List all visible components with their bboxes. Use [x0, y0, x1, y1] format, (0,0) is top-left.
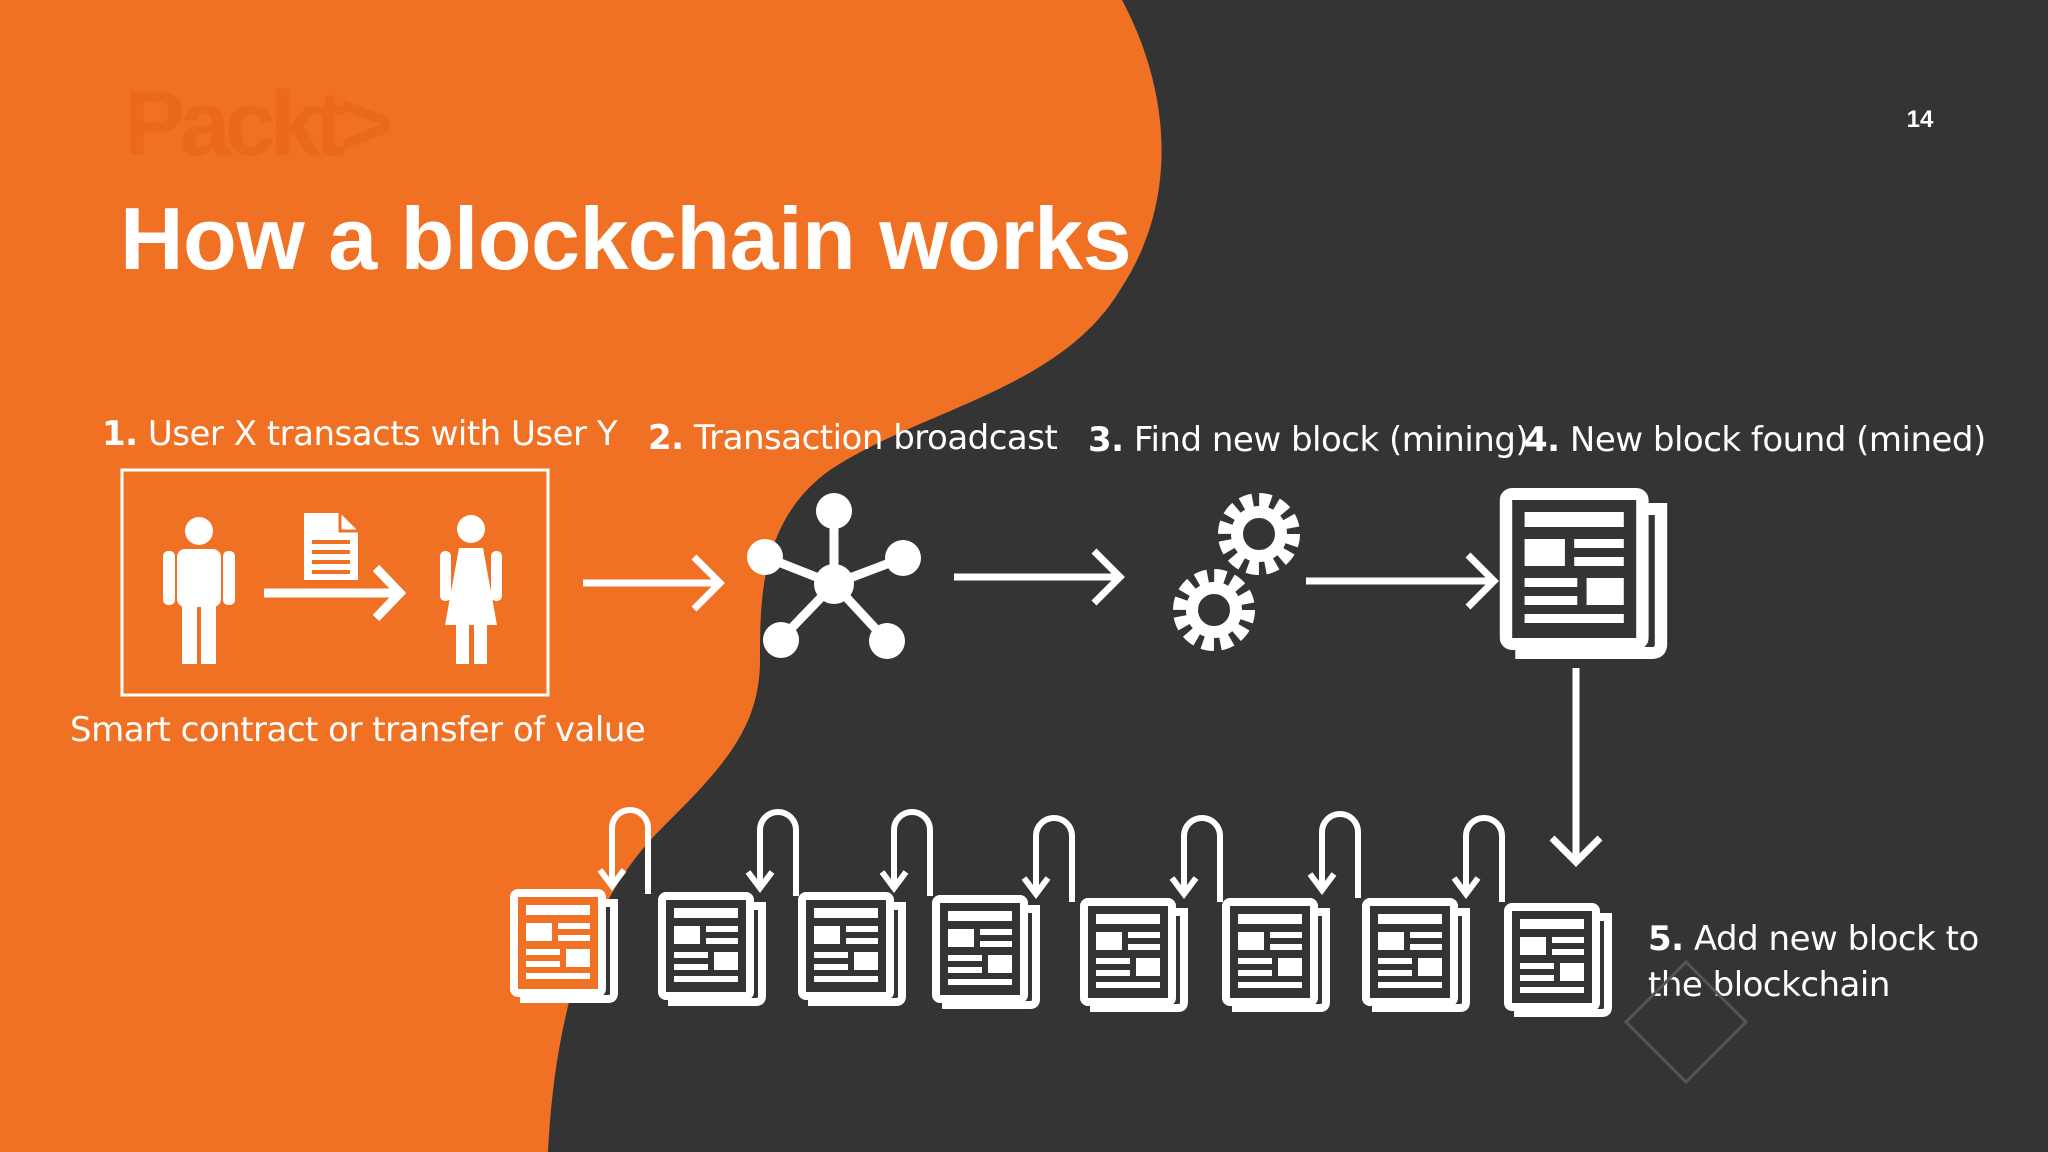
step2-label: 2. Transaction broadcast — [648, 418, 1058, 458]
step3-label: 3. Find new block (mining) — [1088, 420, 1529, 460]
arrow-1-2 — [583, 554, 725, 612]
chain-link-arrow — [1454, 818, 1502, 902]
step4-label: 4. New block found (mined) — [1524, 420, 1986, 460]
page-number: 14 — [1906, 106, 1934, 133]
chain-block — [1366, 902, 1466, 1008]
chain-link-arrow — [882, 812, 930, 896]
step1-label: 1. User X transacts with User Y — [102, 414, 618, 454]
chain-block — [514, 893, 614, 999]
arrow-4-5 — [1549, 668, 1603, 867]
chain-link-arrow — [600, 810, 648, 894]
chain-block — [1508, 907, 1608, 1013]
decorative-diamond — [1623, 959, 1749, 1085]
document-icon — [264, 513, 407, 622]
step1-box — [120, 468, 550, 697]
network-icon — [747, 493, 921, 659]
woman-icon — [440, 515, 502, 664]
step1-caption: Smart contract or transfer of value — [70, 710, 646, 750]
man-icon — [163, 517, 235, 664]
chain-link-arrow — [1024, 818, 1072, 902]
chain-link-arrow — [748, 812, 796, 896]
arrow-2-3 — [954, 548, 1125, 606]
arrow-3-4 — [1306, 552, 1499, 610]
chain-block — [1084, 902, 1184, 1008]
gears-icon — [1173, 493, 1300, 651]
chain-block — [936, 899, 1036, 1005]
slide-title: How a blockchain works — [120, 189, 1132, 288]
chain-link-arrow — [1310, 814, 1358, 898]
chain-block — [662, 896, 762, 1002]
chain-block — [1226, 902, 1326, 1008]
packt-logo: Packt> — [124, 73, 393, 175]
newspaper-icon — [1506, 494, 1661, 653]
orange-wave-shape — [0, 0, 1162, 1152]
chain-link-arrow — [1172, 818, 1220, 902]
chain-block — [802, 896, 902, 1002]
